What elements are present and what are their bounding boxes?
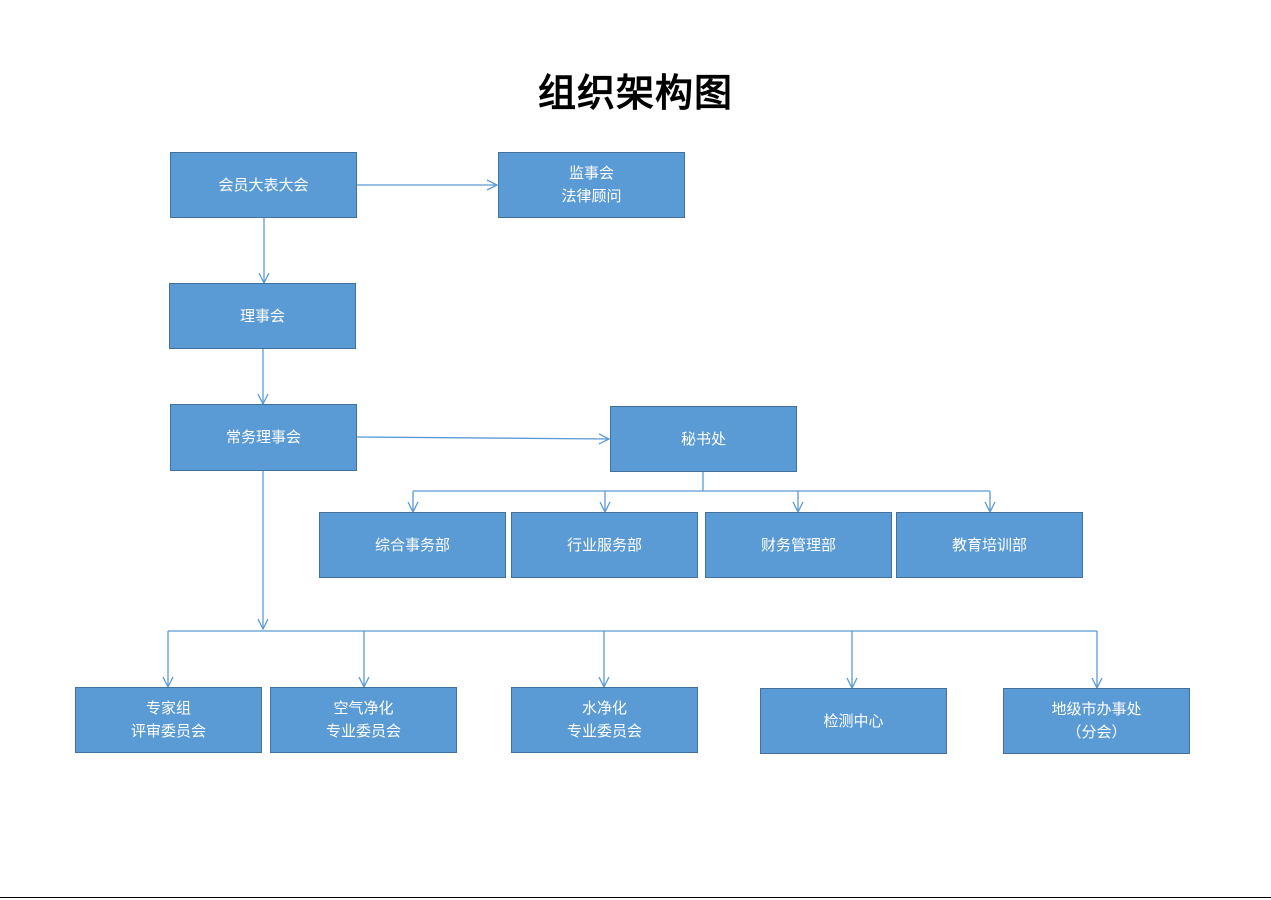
node-testing-center: 检测中心 [760,688,947,754]
node-dept-education: 教育培训部 [896,512,1083,578]
node-dept-finance: 财务管理部 [705,512,892,578]
node-label: 理事会 [239,306,285,325]
node-label: 综合事务部 [374,535,450,554]
node-dept-general-affairs: 综合事务部 [319,512,506,578]
node-council: 理事会 [169,283,356,349]
node-secretariat: 秘书处 [610,406,797,472]
page-title: 组织架构图 [537,71,733,115]
node-label: 教育培训部 [951,535,1027,554]
node-local-office: 地级市办事处 （分会） [1003,688,1190,754]
node-label: 监事会 [568,164,614,182]
connector-standing-secretariat [356,437,609,439]
node-label: 空气净化 [333,699,394,717]
node-label: 常务理事会 [225,428,301,446]
node-label: （分会） [1066,723,1127,741]
node-label: 专业委员会 [325,722,401,740]
node-label: 财务管理部 [760,535,836,554]
node-air-purification-committee: 空气净化 专业委员会 [270,687,457,753]
node-label: 秘书处 [680,429,726,448]
node-label: 检测中心 [823,711,884,730]
node-label: 专家组 [145,699,191,717]
node-label: 法律顾问 [561,187,622,205]
node-water-purification-committee: 水净化 专业委员会 [511,687,698,753]
page-bottom-rule [0,897,1271,898]
node-member-assembly: 会员大表大会 [170,152,357,218]
node-dept-industry-service: 行业服务部 [511,512,698,578]
node-label: 水净化 [581,699,627,717]
node-label: 专业委员会 [566,722,642,740]
node-label: 行业服务部 [566,535,642,554]
node-supervisory-board: 监事会 法律顾问 [498,152,685,218]
node-expert-committee: 专家组 评审委员会 [75,687,262,753]
node-label: 会员大表大会 [218,175,309,194]
node-standing-council: 常务理事会 [170,404,357,471]
node-label: 评审委员会 [130,722,206,740]
node-label: 地级市办事处 [1051,700,1142,718]
